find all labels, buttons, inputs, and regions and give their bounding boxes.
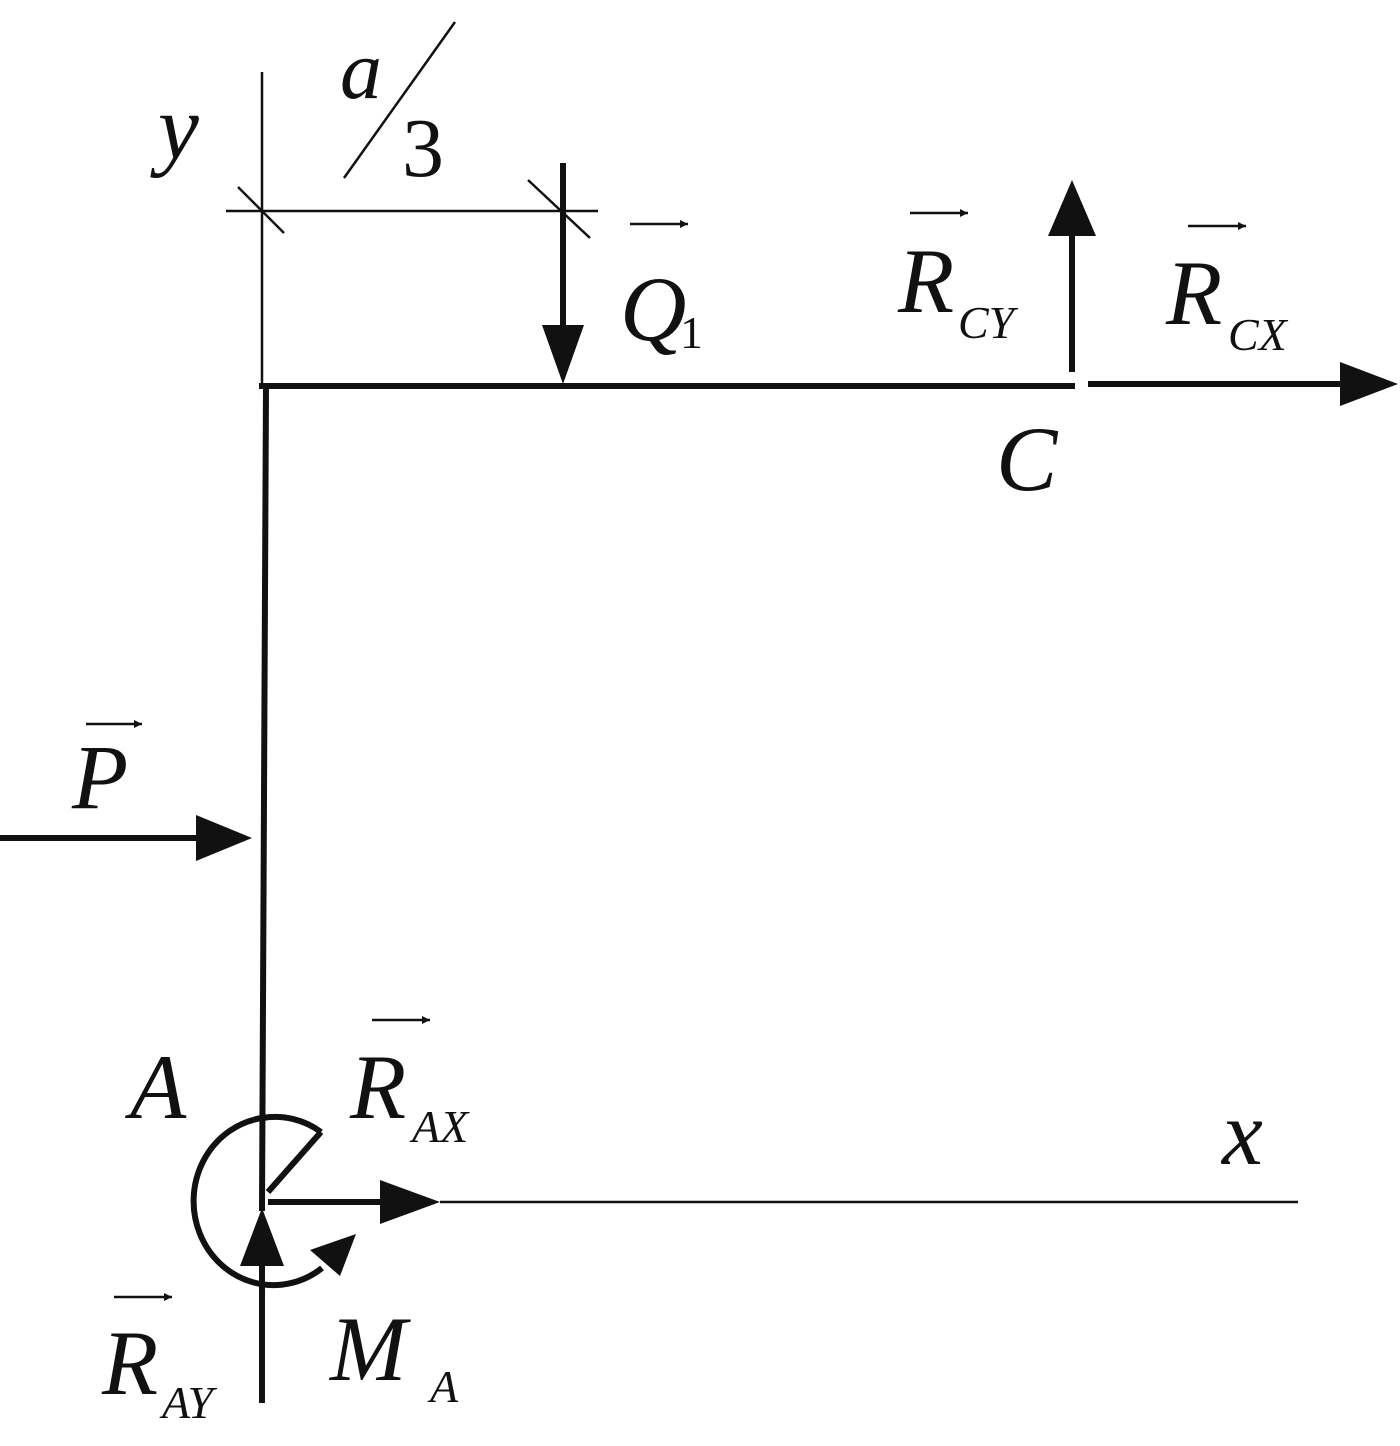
force-rcx-arrow <box>1088 362 1398 406</box>
moment-ma-arc <box>190 1113 356 1289</box>
frame-vertical-member <box>258 382 270 1212</box>
force-rcx-subscript: CX <box>1228 309 1289 360</box>
moment-ma-subscript: A <box>427 1361 459 1412</box>
dimension-a-label: a <box>340 24 382 117</box>
force-p-arrow <box>0 815 252 861</box>
force-rcx-label: R <box>1165 242 1222 344</box>
force-ray-subscript: AY <box>159 1377 218 1428</box>
force-ray-label: R <box>101 1312 158 1414</box>
force-q1-subscript: 1 <box>680 307 703 358</box>
force-rax-label: R <box>349 1036 406 1138</box>
y-axis-label: y <box>150 76 199 178</box>
x-axis-label: x <box>1220 1082 1263 1184</box>
force-rax-arrow <box>268 1180 440 1224</box>
force-rcy-subscript: CY <box>958 297 1019 348</box>
force-q1-label: Q <box>620 258 686 360</box>
force-ray-arrow <box>240 1208 284 1403</box>
force-rax-subscript: AX <box>409 1101 470 1152</box>
dimension-3-label: 3 <box>402 102 444 195</box>
force-rcy-arrow <box>1048 180 1096 372</box>
moment-ma-label: M <box>328 1298 411 1400</box>
force-q1-arrow <box>542 163 584 384</box>
frame <box>258 382 1075 1212</box>
force-p-label: P <box>71 726 128 828</box>
dimension-a-over-3 <box>226 21 598 239</box>
force-rcy-label: R <box>897 230 954 332</box>
point-a-label: A <box>124 1036 187 1138</box>
point-c-label: C <box>996 408 1059 510</box>
vector-arrows <box>86 209 1246 1301</box>
fraction-slash <box>342 21 457 179</box>
